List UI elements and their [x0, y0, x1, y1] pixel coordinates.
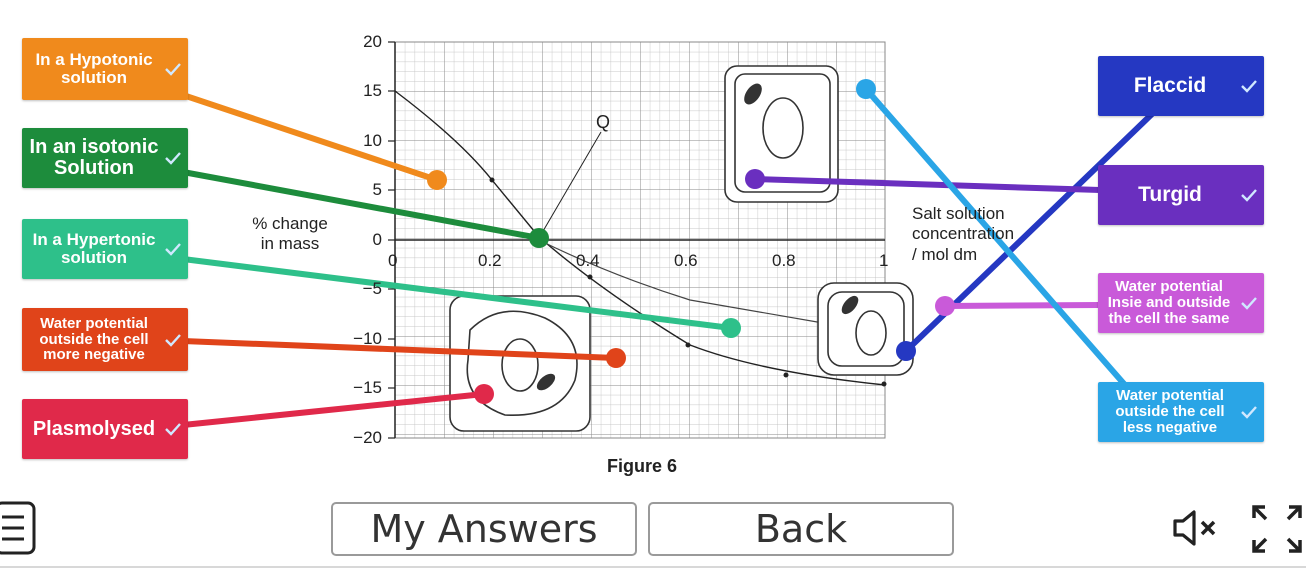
my-answers-button[interactable]: My Answers	[331, 502, 637, 556]
figure-caption: Figure 6	[606, 456, 677, 476]
check-icon	[165, 243, 181, 256]
y-tick-label: 15	[363, 81, 382, 100]
bottom-bar	[0, 566, 1306, 568]
q-pointer-line	[538, 131, 602, 239]
check-icon	[1241, 406, 1257, 419]
x-tick-label: 0	[388, 251, 398, 270]
turgid-cell-sketch	[724, 65, 839, 203]
y-tick-label: 5	[372, 180, 382, 199]
menu-icon[interactable]	[0, 500, 38, 556]
hypotonic-endpoint	[427, 170, 447, 190]
x-axis-label: Salt solution concentration / mol dm	[912, 204, 1015, 264]
y-tick-label: −10	[353, 329, 382, 348]
x-tick-label: 0.6	[674, 251, 698, 270]
flaccid-endpoint	[896, 341, 916, 361]
y-tick-label: −20	[353, 428, 382, 447]
plasmolysed-cell-sketch	[449, 295, 591, 432]
less-negative-endpoint	[856, 79, 876, 99]
x-tick-label: 0.2	[478, 251, 502, 270]
y-axis-ticks	[388, 41, 395, 439]
x-tick-label: 0.8	[772, 251, 796, 270]
check-icon	[1241, 189, 1257, 202]
upper-curve	[394, 90, 886, 386]
x-tick-label: 1	[879, 251, 889, 270]
y-tick-label: −5	[362, 279, 382, 298]
speaker-muted-icon[interactable]	[1172, 508, 1224, 548]
plasmolysed-endpoint	[474, 384, 494, 404]
check-icon	[1241, 80, 1257, 93]
check-icon	[165, 423, 181, 436]
check-icon	[1241, 297, 1257, 310]
lower-curve	[538, 239, 824, 324]
y-tick-label: 0	[372, 230, 382, 249]
y-tick-label: −15	[353, 378, 382, 397]
same-potential-endpoint	[935, 296, 955, 316]
turgid-endpoint	[745, 169, 765, 189]
more-negative-endpoint	[606, 348, 626, 368]
isotonic-endpoint	[529, 228, 549, 248]
y-tick-label: 20	[363, 32, 382, 51]
label-turgid[interactable]: Turgid	[1098, 165, 1264, 225]
y-axis-label: % change in mass	[252, 214, 328, 254]
flaccid-cell-sketch	[817, 282, 914, 376]
connector-endpoints	[427, 79, 955, 404]
y-tick-label: 10	[363, 131, 382, 150]
x-tick-label: 0.4	[576, 251, 600, 270]
label-plasmolysed[interactable]: Plasmolysed	[22, 399, 188, 459]
back-button[interactable]: Back	[648, 502, 954, 556]
hypertonic-endpoint	[721, 318, 741, 338]
check-icon	[165, 63, 181, 76]
check-icon	[165, 333, 181, 347]
q-label: Q	[596, 112, 611, 132]
label-flaccid[interactable]: Flaccid	[1098, 56, 1264, 116]
fullscreen-icon[interactable]	[1250, 503, 1304, 555]
check-icon	[165, 152, 181, 165]
